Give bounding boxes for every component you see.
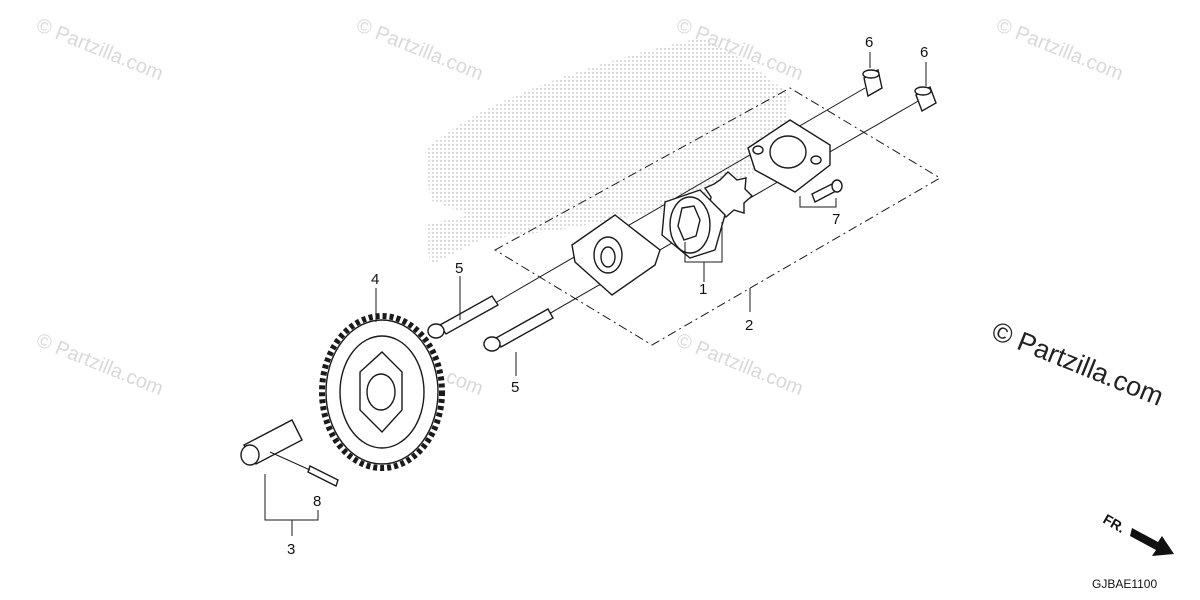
- pump-shaft[interactable]: [240, 419, 303, 466]
- watermark-text: © Partzilla.com: [33, 14, 166, 85]
- pump-cover-rear[interactable]: [747, 119, 831, 193]
- front-direction-indicator: FR.: [1101, 511, 1174, 556]
- callout-number[interactable]: 6: [865, 34, 873, 51]
- callout-number[interactable]: 2: [745, 317, 753, 334]
- callout-number[interactable]: 5: [511, 379, 519, 396]
- outer-rotor[interactable]: [661, 189, 726, 259]
- diagram-code: GJBAE1100: [1092, 577, 1157, 591]
- oil-pump-driven-gear[interactable]: [319, 313, 445, 471]
- leader-lines: [264, 52, 927, 536]
- watermark-text: © Partzilla.com: [673, 329, 806, 400]
- arrow-icon: [1130, 528, 1174, 556]
- copyright-text: © Partzilla.com: [988, 316, 1168, 412]
- watermark-text: © Partzilla.com: [353, 14, 486, 85]
- callout-number[interactable]: 5: [455, 260, 463, 277]
- screw-7[interactable]: [811, 179, 843, 203]
- bolt-lower[interactable]: [483, 308, 554, 352]
- callout-number[interactable]: 4: [371, 271, 379, 288]
- engine-case-shading: [425, 38, 790, 265]
- watermark-text: © Partzilla.com: [33, 329, 166, 400]
- callout-number[interactable]: 7: [832, 211, 840, 228]
- callout-number[interactable]: 3: [287, 541, 295, 558]
- watermark-text: © Partzilla.com: [993, 14, 1126, 85]
- shaft-pin-8[interactable]: [307, 465, 339, 487]
- callout-number[interactable]: 1: [699, 281, 707, 298]
- callout-number[interactable]: 8: [313, 493, 321, 510]
- pin-axis-line: [269, 451, 311, 471]
- direction-label: FR.: [1101, 511, 1129, 536]
- dowel-pin-right[interactable]: [914, 85, 937, 113]
- callout-number[interactable]: 6: [920, 44, 928, 61]
- pump-body-front[interactable]: [571, 214, 661, 296]
- bolt-upper[interactable]: [427, 295, 500, 339]
- dowel-pin-left[interactable]: [862, 68, 883, 98]
- inner-rotor[interactable]: [703, 171, 754, 218]
